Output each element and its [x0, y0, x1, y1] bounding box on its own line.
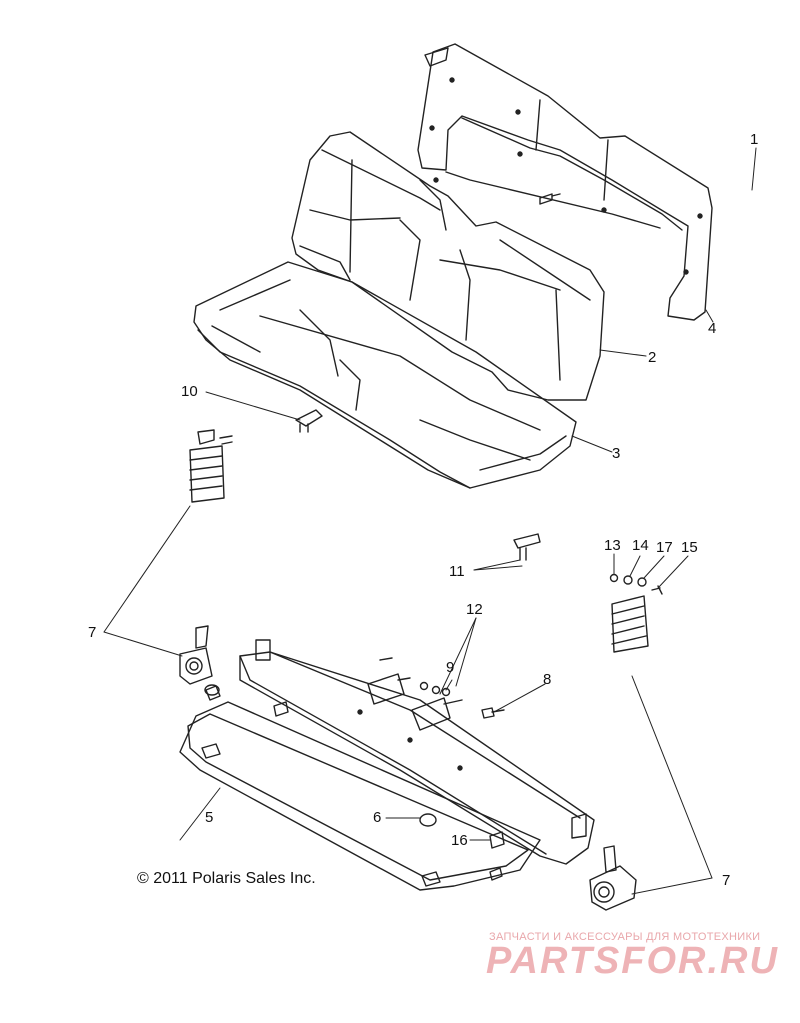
bolt-part-8: [481, 707, 505, 719]
callout-7-left: 7: [88, 624, 97, 641]
seat-back-cushion-part-2: [291, 131, 605, 401]
callout-14: 14: [632, 537, 649, 554]
clip-part-10: [295, 409, 323, 433]
washers-part-9: [419, 681, 451, 697]
callout-7-right: 7: [722, 872, 731, 889]
callout-13: 13: [604, 537, 621, 554]
callout-8: 8: [543, 671, 552, 688]
left-belt-buckle-part-7: [179, 625, 221, 701]
callout-2: 2: [648, 349, 657, 366]
callout-4: 4: [708, 320, 717, 337]
right-belt-retractor-part-7: [589, 845, 637, 911]
seat-back-panel-part-4: [417, 43, 713, 321]
copyright-notice: © 2011 Polaris Sales Inc.: [137, 870, 316, 887]
callout-15: 15: [681, 539, 698, 556]
left-spring-part-7: [189, 429, 233, 503]
callout-10: 10: [181, 383, 198, 400]
callout-9: 9: [446, 659, 455, 676]
callout-1: 1: [750, 131, 759, 148]
callout-12: 12: [466, 601, 483, 618]
bumper-part-16: [489, 831, 505, 849]
callout-5: 5: [205, 809, 214, 826]
callout-16: 16: [451, 832, 468, 849]
watermark-brand: PARTSFOR.RU: [486, 940, 779, 982]
callout-17: 17: [656, 539, 673, 556]
clip-part-11: [513, 533, 541, 561]
screw-part-1: [539, 193, 561, 205]
callout-3: 3: [612, 445, 621, 462]
callout-6: 6: [373, 809, 382, 826]
watermark-tagline: ЗАПЧАСТИ И АКСЕССУАРЫ ДЛЯ МОТОТЕХНИКИ: [489, 931, 761, 943]
lower-frame-part-5: [179, 701, 541, 891]
grommet-part-6: [204, 684, 437, 827]
seat-bottom-cushion-part-3: [193, 261, 577, 489]
callout-11: 11: [449, 563, 465, 580]
right-spring-hardware: [609, 573, 663, 653]
leader-lines: [103, 147, 757, 895]
seat-belt-buckles-part-12: [367, 657, 463, 731]
seat-frame-crossmember: [239, 639, 595, 865]
